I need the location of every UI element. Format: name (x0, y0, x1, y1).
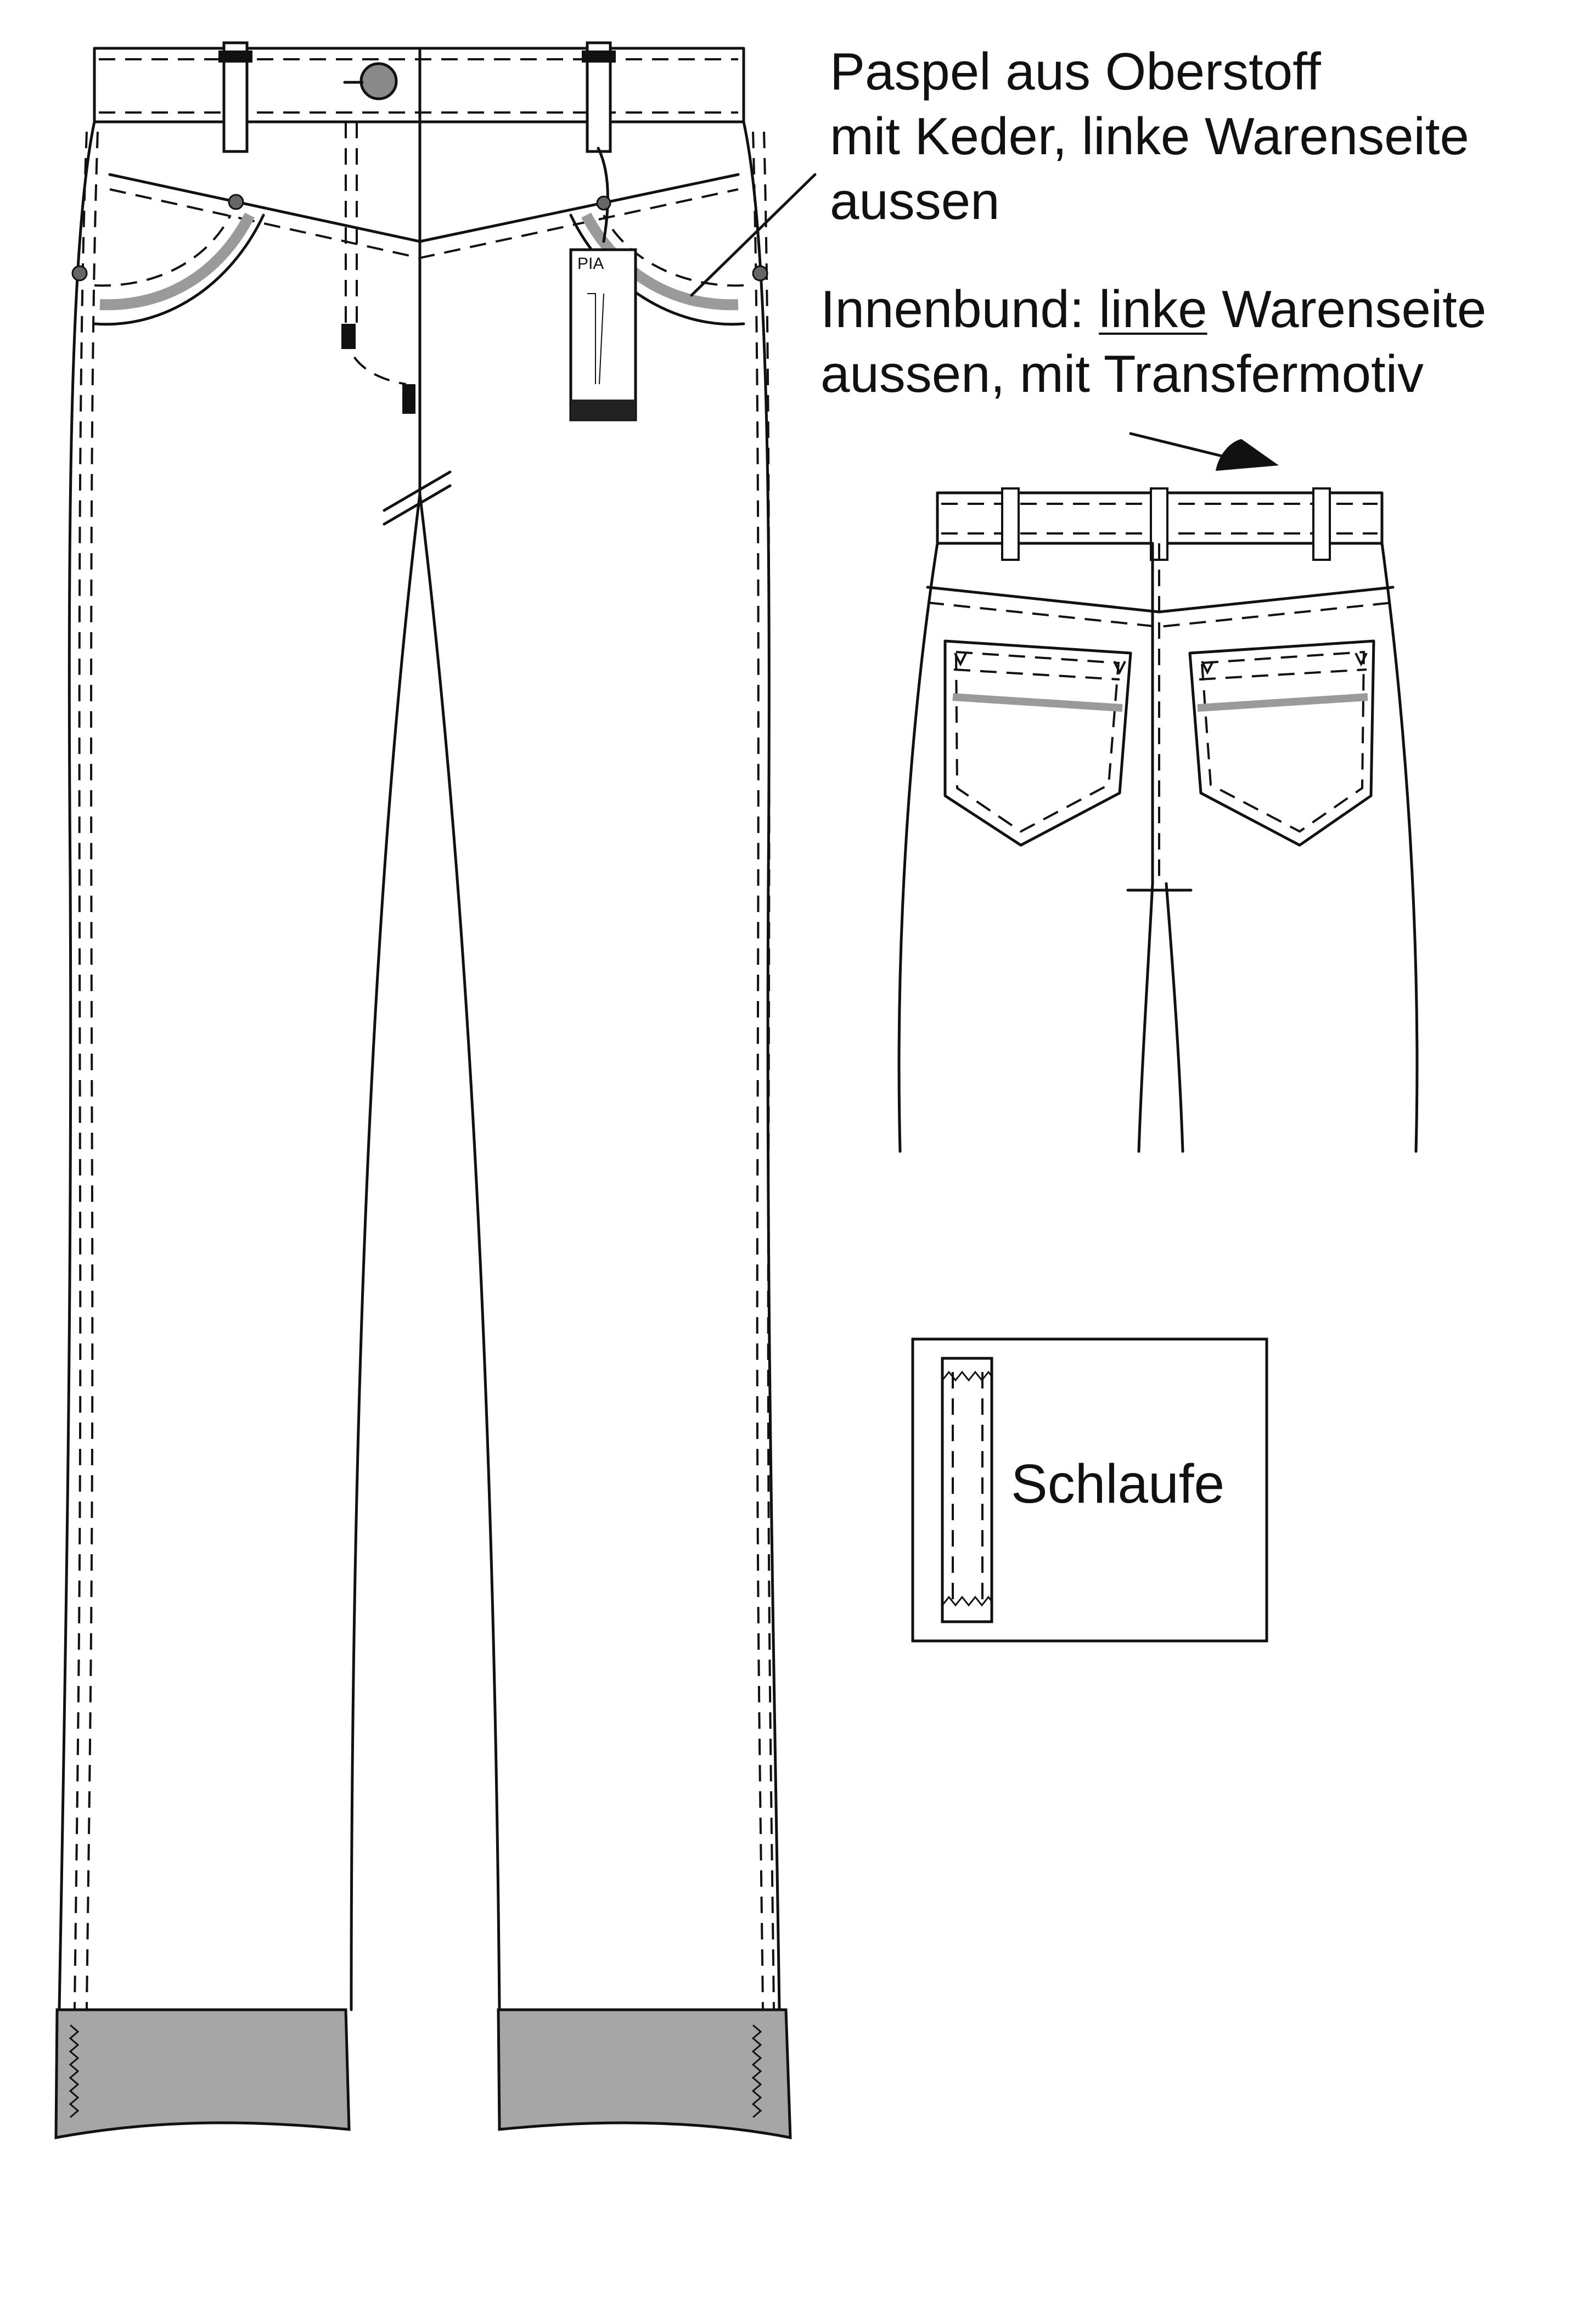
innenbund-suffix: Warenseite (1207, 280, 1487, 339)
belt-loop-detail (941, 1357, 993, 1623)
back-pocket-right (1188, 639, 1375, 847)
paspel-annotation: Paspel aus Oberstoff mit Keder, linke Wa… (830, 40, 1469, 234)
rivet-icon (71, 265, 88, 282)
hangtag-title: PIA (577, 255, 604, 273)
front-belt-loops (218, 41, 616, 153)
paspel-line-3: aussen (830, 172, 1000, 231)
front-left-leg-outline (58, 120, 96, 2011)
button-icon (359, 62, 398, 100)
innenbund-line-2: aussen, mit Transfermotiv (821, 345, 1424, 403)
paspel-pointer (690, 173, 817, 297)
schlaufe-detail (911, 1337, 1268, 1643)
front-right-pocket (569, 212, 745, 326)
hangtag: PIA (569, 147, 637, 421)
schlaufe-frame (911, 1337, 1268, 1643)
cuff-right (497, 2008, 792, 2140)
innenbund-underlined: linke (1099, 280, 1207, 339)
schlaufe-label: Schlaufe (1011, 1453, 1225, 1515)
front-left-pocket (93, 212, 265, 326)
rivet-icon (752, 265, 768, 282)
innenbund-prefix: Innenbund: (821, 280, 1099, 339)
belt-loop (1312, 487, 1331, 561)
cuff-left (54, 2008, 351, 2140)
arrow-icon (1216, 439, 1279, 471)
back-pocket-left (943, 639, 1132, 847)
paspel-line-2: mit Keder, linke Warenseite (830, 107, 1469, 166)
belt-loop (1001, 487, 1020, 561)
innenbund-annotation: Innenbund: linke Warenseite aussen, mit … (821, 277, 1486, 407)
front-waistband (93, 47, 745, 123)
innenbund-pointer (1129, 432, 1239, 462)
back-view (897, 487, 1419, 1153)
front-view: PIA (54, 41, 792, 2140)
front-cuffs (54, 2008, 792, 2140)
innenbund-line-1: Innenbund: linke Warenseite (821, 277, 1486, 342)
rivet-icon (228, 194, 244, 210)
paspel-line-1: Paspel aus Oberstoff (830, 42, 1321, 101)
